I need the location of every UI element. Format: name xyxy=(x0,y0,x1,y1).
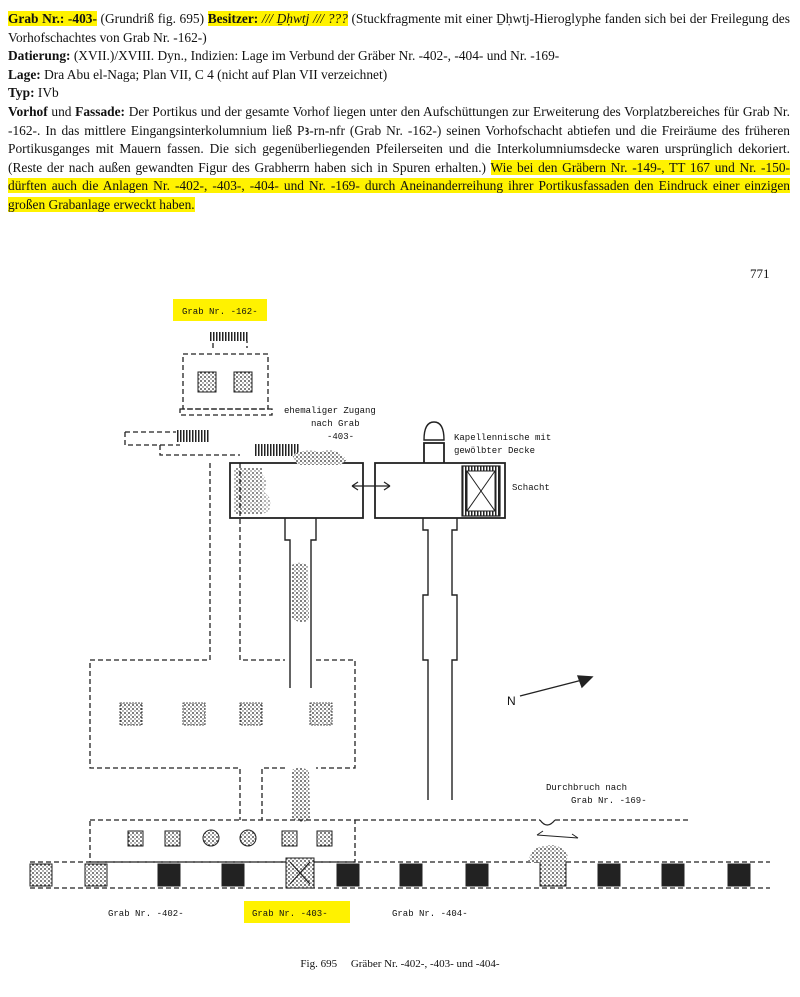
pillar-402-d xyxy=(309,702,333,726)
label-durchbruch-2: Grab Nr. -169- xyxy=(571,796,647,806)
besitzer-highlight: Besitzer: /// Ḏḥwtj /// ??? xyxy=(207,11,348,26)
paragraph-grab: Grab Nr.: -403- (Grundriß fig. 695) Besi… xyxy=(8,10,790,47)
label-grab-404: Grab Nr. -404- xyxy=(392,909,468,919)
figure-caption: Fig. 695 Gräber Nr. -402-, -403- und -40… xyxy=(0,958,800,970)
chapel-left xyxy=(229,450,364,519)
besitzer-note: (Stuckfragmente mit einer Ḏḥwtj-Hierogly… xyxy=(8,11,790,45)
paragraph-lage: Lage: Dra Abu el-Naga; Plan VII, C 4 (ni… xyxy=(8,66,388,82)
label-durchbruch-1: Durchbruch nach xyxy=(546,783,627,793)
double-arrow xyxy=(351,481,391,491)
facade-pillar-3 xyxy=(281,830,298,847)
pillar-402-c xyxy=(239,702,263,726)
durchbruch-arrow xyxy=(536,830,579,839)
corridor-rubble xyxy=(292,562,309,623)
facade-row xyxy=(30,819,770,889)
caption-fig: Fig. 695 xyxy=(300,958,338,970)
grab-162-pillar-1 xyxy=(197,371,217,393)
facade-pillar-4 xyxy=(316,830,333,847)
label-zugang-1: ehemaliger Zugang xyxy=(284,406,376,416)
corridor-left xyxy=(284,518,317,688)
facade-column-2 xyxy=(239,829,257,847)
grundriss-ref: (Grundriß fig. 695) xyxy=(100,11,205,26)
label-grab-402: Grab Nr. -402- xyxy=(108,909,184,919)
grab-162-top-hatch xyxy=(209,332,249,341)
grab-162-hatch-left xyxy=(176,430,210,442)
label-zugang-2: nach Grab xyxy=(311,419,360,429)
schacht-cross xyxy=(466,470,496,512)
durchbruch-notch xyxy=(539,819,556,826)
corridor-right xyxy=(422,518,458,800)
label-schacht: Schacht xyxy=(512,483,550,493)
grab-402-outline xyxy=(89,463,356,820)
label-zugang-3: -403- xyxy=(327,432,354,442)
label-north: N xyxy=(507,694,516,708)
grab-162-highlight xyxy=(173,299,267,321)
floor-plan: Grab Nr. -162- ehemaliger Zugang nach Gr… xyxy=(29,299,770,923)
paragraph-vorhof: Vorhof und Fassade: Der Portikus und der… xyxy=(8,103,791,212)
label-grab-162: Grab Nr. -162- xyxy=(182,307,258,317)
caption-title: Gräber Nr. -402-, -403- und -404- xyxy=(350,958,500,970)
north-arrow xyxy=(519,675,594,697)
grab-162-hatch-right xyxy=(254,444,299,456)
paragraph-typ: Typ: IVb xyxy=(8,85,59,101)
page-number: 771 xyxy=(750,266,770,281)
grab-162-structure xyxy=(124,339,273,456)
grab-label: Grab Nr.: -403- xyxy=(8,11,97,26)
paragraph-datierung: Datierung: (XVII.)/XVIII. Dyn., Indizien… xyxy=(8,48,560,64)
description-text: Grab Nr.: -403- (Grundriß fig. 695) Besi… xyxy=(8,10,791,215)
grab-162-pillar-2 xyxy=(233,371,253,393)
pillar-402-a xyxy=(119,702,143,726)
facade-column-1 xyxy=(202,829,220,847)
label-kapelle-2: gewölbter Decke xyxy=(454,446,535,456)
pillar-402-b xyxy=(182,702,206,726)
rubble-lower xyxy=(292,767,310,822)
label-kapelle-1: Kapellennische mit xyxy=(454,433,551,443)
breach-rubble xyxy=(528,845,568,862)
label-grab-403: Grab Nr. -403- xyxy=(252,909,328,919)
outer-pillars xyxy=(29,855,751,889)
facade-pillar-2 xyxy=(164,830,181,847)
facade-pillar-1 xyxy=(127,830,144,847)
grab-403-highlight xyxy=(244,901,350,923)
